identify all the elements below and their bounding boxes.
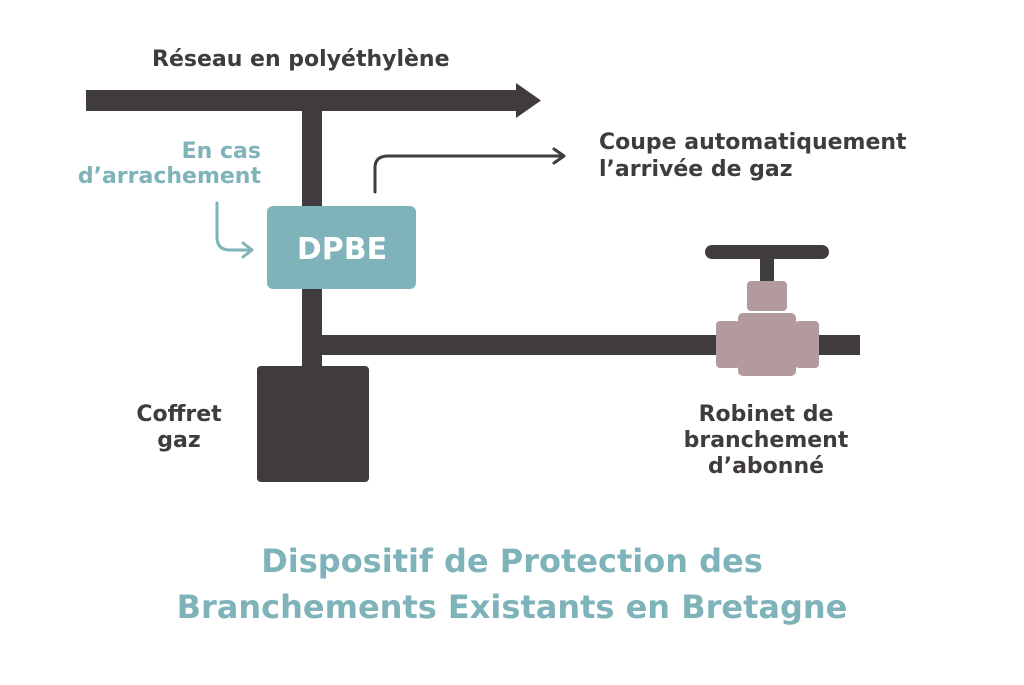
caption-line2: Branchements Existants en Bretagne bbox=[176, 588, 848, 626]
box-label-line1: Coffret bbox=[136, 402, 222, 427]
tear-arrow-icon bbox=[215, 201, 254, 259]
cutoff-label-line1: Coupe automatiquement bbox=[599, 130, 907, 155]
network-label: Réseau en polyéthylène bbox=[152, 47, 450, 72]
tear-label-line2: d’arrachement bbox=[78, 164, 262, 189]
diagram-caption: Dispositif de Protection des Branchement… bbox=[0, 538, 1024, 630]
caption-line1: Dispositif de Protection des bbox=[261, 542, 763, 580]
valve-label-line1: Robinet de bbox=[699, 402, 834, 427]
valve-label-line3: d’abonné bbox=[708, 454, 824, 479]
dpbe-label: DPBE bbox=[297, 232, 387, 267]
cutoff-label-line2: l’arrivée de gaz bbox=[599, 157, 793, 182]
network-pipe bbox=[86, 83, 541, 118]
valve-icon bbox=[705, 245, 829, 376]
dpbe-device bbox=[267, 206, 416, 289]
arrow-right-icon bbox=[516, 83, 541, 118]
box-label-line2: gaz bbox=[157, 428, 200, 453]
gas-box bbox=[257, 366, 369, 482]
tear-label-line1: En cas bbox=[182, 139, 261, 164]
valve-label-line2: branchement bbox=[684, 428, 849, 453]
curved-arrow-icon bbox=[373, 147, 566, 194]
